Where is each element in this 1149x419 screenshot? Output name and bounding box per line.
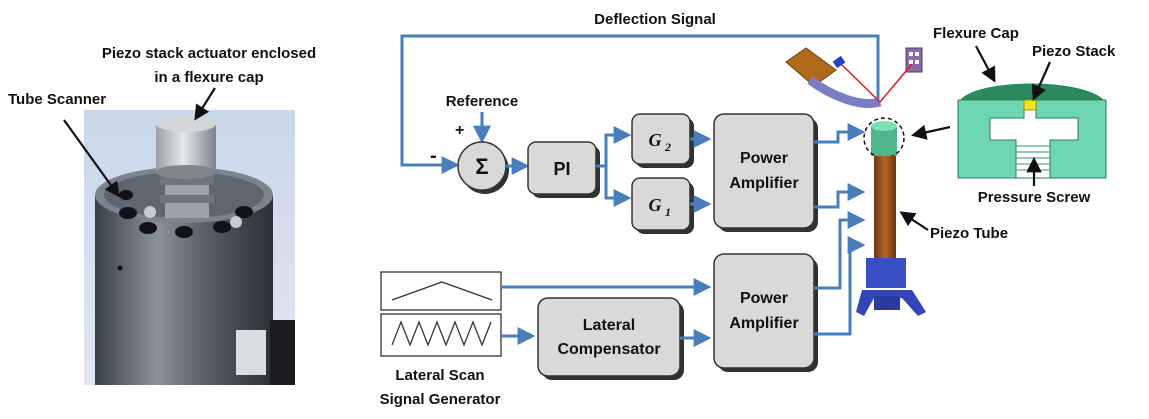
power-amplifier-top: Power Amplifier <box>713 113 818 232</box>
piezo-stack-label-line1: Piezo stack actuator enclosed <box>102 45 316 62</box>
lateral-comp-line2: Compensator <box>557 341 660 358</box>
piezo-tube-label: Piezo Tube <box>930 225 1008 242</box>
piezo-stack-label-line2: in a flexure cap <box>154 69 263 86</box>
g1-subscript: 1 <box>665 205 671 219</box>
g2-block: G 2 <box>631 113 694 168</box>
flexure-cap-section <box>957 83 1107 179</box>
g2-subscript: 2 <box>664 140 671 154</box>
amp-bottom-out2 <box>814 236 866 336</box>
power-amplifier-bottom: Power Amplifier <box>713 253 818 372</box>
flexure-cap-pointer-arrow <box>975 45 996 83</box>
reference-label: Reference <box>446 93 519 110</box>
power-amp-bottom-line2: Amplifier <box>729 315 798 332</box>
summing-junction: Σ <box>457 141 509 194</box>
lateral-comp-line1: Lateral <box>583 317 635 334</box>
triangle-wave-box <box>380 271 502 311</box>
sum-symbol: Σ <box>475 154 488 179</box>
tube-scanner-label: Tube Scanner <box>8 91 106 108</box>
g1-symbol: G <box>649 195 662 215</box>
power-amp-top-line1: Power <box>740 150 788 167</box>
pi-label: PI <box>553 159 570 179</box>
cap-to-scanner-arrow <box>910 124 951 140</box>
power-amp-bottom-line1: Power <box>740 290 788 307</box>
plus-sign: + <box>455 122 464 139</box>
g1-block: G 1 <box>631 177 694 234</box>
pi-block: PI <box>527 141 600 198</box>
piezo-tube-pointer-arrow <box>899 211 929 231</box>
afm-scanner-illustration <box>785 47 926 316</box>
minus-sign: - <box>430 145 437 167</box>
piezo-stack-pointer-arrow <box>194 87 216 121</box>
zigzag-wave-box <box>380 313 502 357</box>
amp-bottom-out1 <box>814 211 866 290</box>
scanner-photo <box>84 110 295 385</box>
amp-top-out2 <box>814 183 866 209</box>
deflection-signal-label: Deflection Signal <box>594 11 716 28</box>
g2-symbol: G <box>649 130 662 150</box>
tube-scanner-pointer-arrow <box>63 119 120 198</box>
pi-to-g1-arrow <box>604 166 632 207</box>
pressure-screw-label: Pressure Screw <box>978 189 1091 206</box>
scan-gen-label-line1: Lateral Scan <box>395 367 484 384</box>
flexure-cap-label: Flexure Cap <box>933 25 1019 42</box>
pi-to-g2-arrow <box>596 126 632 168</box>
piezo-stack-section-arrow <box>1031 61 1052 101</box>
scan-gen-label-line2: Signal Generator <box>380 391 501 408</box>
amp-top-out1 <box>814 123 866 144</box>
power-amp-top-line2: Amplifier <box>729 175 798 192</box>
piezo-stack-section-label: Piezo Stack <box>1032 43 1116 60</box>
lateral-compensator-block: Lateral Compensator <box>537 297 684 380</box>
deflection-feedback-line <box>400 34 880 174</box>
